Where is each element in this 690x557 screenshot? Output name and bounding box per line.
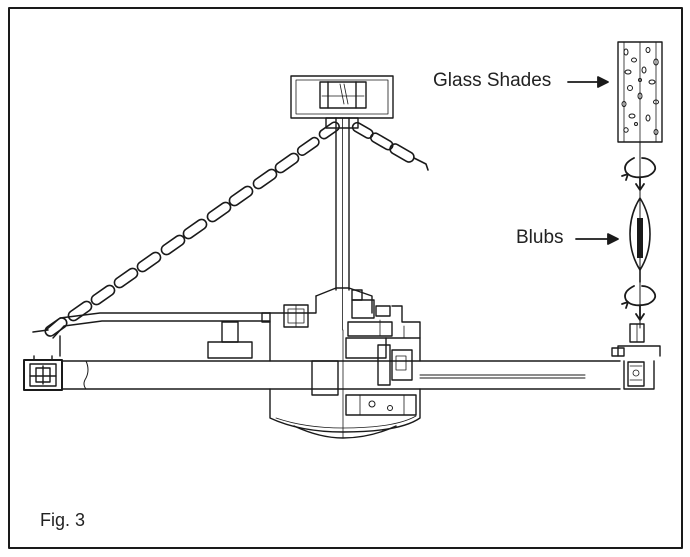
figure-caption: Fig. 3 [40,510,86,530]
bulbs-label: Blubs [516,227,564,248]
rotate-arrow-upper [621,157,657,191]
left-arm [45,312,271,357]
ceiling-canopy [290,75,394,119]
glass-shade [617,41,663,143]
glass-shades-label: Glass Shades [433,70,552,91]
figure-border [8,7,683,549]
glass-shades-leader [567,76,609,88]
bulbs-leader [575,233,619,245]
central-hub [261,287,421,439]
left-socket [23,355,63,391]
bulb [629,197,651,283]
side-knob [207,321,253,359]
chain-right [351,121,429,171]
rotate-arrow-lower [621,285,657,321]
main-bar [61,360,621,390]
downrod [325,117,359,331]
right-socket [611,323,661,390]
